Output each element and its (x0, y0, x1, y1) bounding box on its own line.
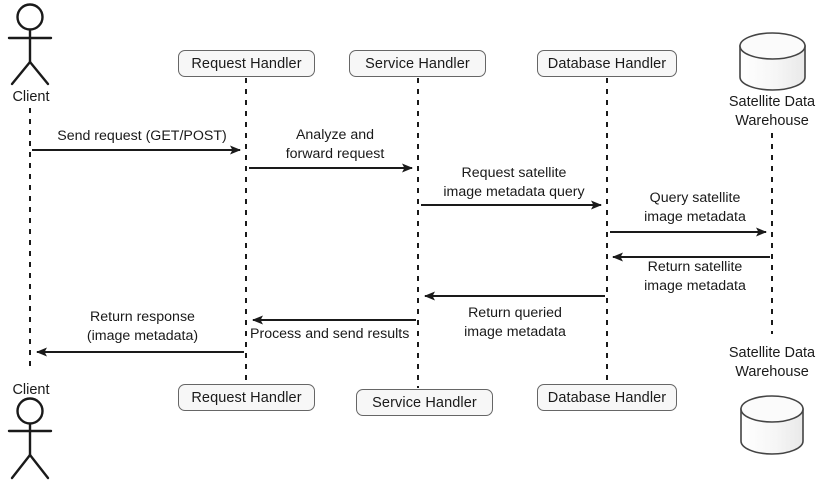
message-label-m7: Process and send results (250, 326, 410, 342)
actor-label-client-top: Client (12, 89, 50, 105)
datastore-label-satellite-warehouse-bottom: Satellite Data Warehouse (728, 345, 816, 380)
datastore-cylinder-top-icon (739, 32, 806, 91)
message-label-m2: Analyze and forward request (285, 127, 385, 162)
actor-client-top (7, 3, 53, 86)
message-label-m5: Return satellite image metadata (644, 259, 746, 294)
actor-leg-left (10, 453, 32, 480)
participant-box-database-handler-top[interactable]: Database Handler (537, 50, 677, 77)
actor-leg-left (10, 60, 32, 86)
message-label-m3: Request satellite image metadata query (443, 165, 585, 200)
participant-box-database-handler-bottom[interactable]: Database Handler (537, 384, 677, 411)
cylinder-top-ellipse (739, 32, 806, 60)
message-label-m8: Return response (image metadata) (86, 309, 199, 344)
participant-box-service-handler-top[interactable]: Service Handler (349, 50, 486, 77)
participant-box-service-handler-bottom[interactable]: Service Handler (356, 389, 493, 416)
message-label-m4: Query satellite image metadata (644, 190, 746, 225)
actor-head-icon (16, 3, 44, 31)
message-arrows (32, 145, 770, 357)
lifelines (29, 78, 773, 388)
participant-box-request-handler-top[interactable]: Request Handler (178, 50, 315, 77)
datastore-cylinder-bottom-icon (740, 395, 804, 455)
cylinder-top-ellipse (740, 395, 804, 423)
actor-leg-right (28, 453, 50, 480)
message-label-m1: Send request (GET/POST) (57, 128, 227, 144)
actor-label-client-bottom: Client (12, 382, 50, 398)
actor-leg-right (28, 60, 50, 86)
actor-client-bottom (7, 397, 53, 480)
message-label-m6: Return queried image metadata (464, 305, 566, 340)
actor-head-icon (16, 397, 44, 425)
datastore-label-satellite-warehouse-top: Satellite Data Warehouse (728, 94, 816, 129)
participant-box-request-handler-bottom[interactable]: Request Handler (178, 384, 315, 411)
